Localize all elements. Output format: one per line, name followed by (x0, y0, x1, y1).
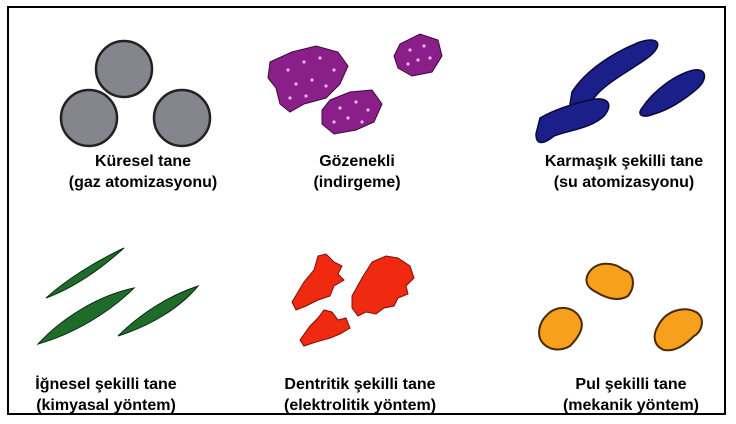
dendritic-particles-icon (292, 254, 414, 346)
caption-ignesel-name: İğnesel şekilli tane (18, 374, 194, 395)
caption-pul-method: (mekanik yöntem) (548, 395, 714, 416)
caption-karmasik-method: (su atomizasyonu) (524, 172, 724, 193)
caption-kuresel: Küresel tane (gaz atomizasyonu) (62, 151, 224, 193)
caption-karmasik: Karmaşık şekilli tane (su atomizasyonu) (524, 151, 724, 193)
caption-gozenekli-method: (indirgeme) (282, 172, 432, 193)
flake-particles-icon (539, 264, 702, 351)
caption-gozenekli: Gözenekli (indirgeme) (282, 151, 432, 193)
caption-kuresel-method: (gaz atomizasyonu) (62, 172, 224, 193)
spherical-particles-icon (61, 41, 210, 146)
caption-dentritik-method: (elektrolitik yöntem) (262, 395, 458, 416)
caption-karmasik-name: Karmaşık şekilli tane (524, 151, 724, 172)
caption-ignesel: İğnesel şekilli tane (kimyasal yöntem) (18, 374, 194, 416)
caption-pul-name: Pul şekilli tane (548, 374, 714, 395)
caption-pul: Pul şekilli tane (mekanik yöntem) (548, 374, 714, 416)
caption-ignesel-method: (kimyasal yöntem) (18, 395, 194, 416)
caption-dentritik: Dentritik şekilli tane (elektrolitik yön… (262, 374, 458, 416)
caption-dentritik-name: Dentritik şekilli tane (262, 374, 458, 395)
caption-gozenekli-name: Gözenekli (282, 151, 432, 172)
irregular-particles-icon (536, 40, 704, 143)
caption-kuresel-name: Küresel tane (62, 151, 224, 172)
acicular-particles-icon (38, 248, 198, 344)
porous-particles-icon (268, 34, 442, 134)
